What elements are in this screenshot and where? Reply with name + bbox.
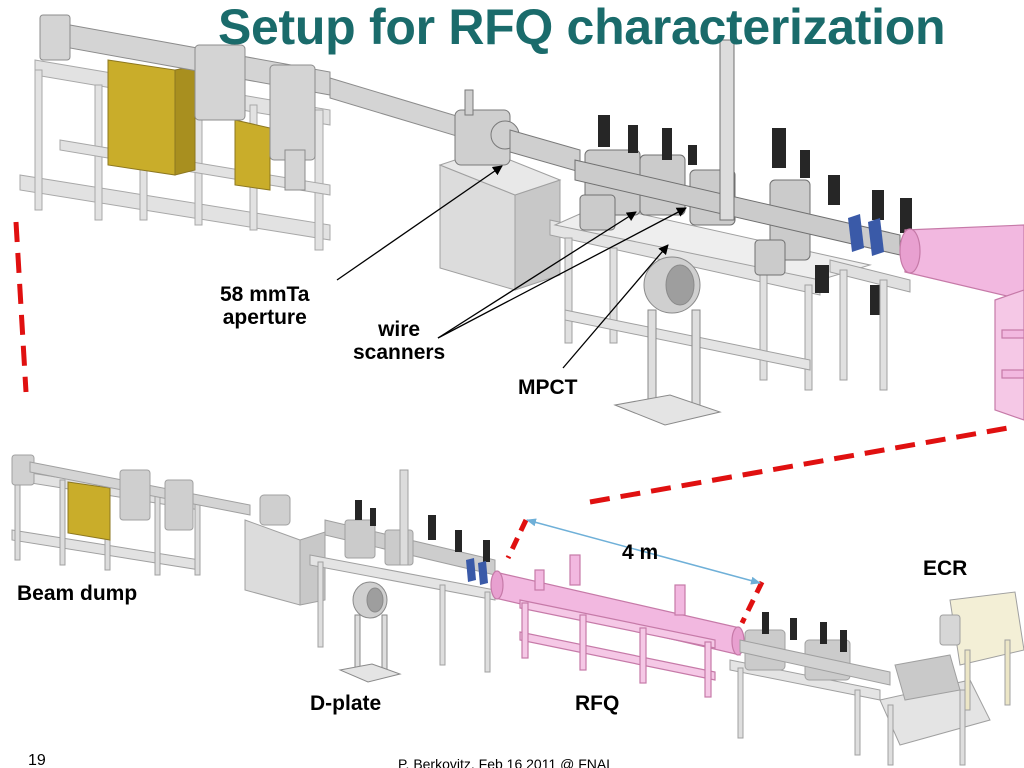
actuators-lebt (762, 612, 847, 652)
length-label: 4 m (622, 541, 659, 564)
mpct-label: MPCT (518, 376, 578, 399)
wire-scanners-label: wire scanners (353, 318, 445, 364)
focusing-magnets-small (466, 558, 488, 585)
beam-pipe-upstream (39, 14, 471, 191)
d-plate-label: D-plate (310, 692, 382, 715)
mpct-pointer (562, 244, 669, 369)
focusing-magnets (848, 214, 884, 256)
slide-title: Setup for RFQ characterization (218, 0, 946, 55)
shielding-box (438, 149, 562, 291)
page-number: 19 (28, 752, 46, 768)
aperture-label-line1: 58 mmTa (220, 283, 310, 306)
shielding-blocks (107, 59, 271, 191)
zoom-guides (13, 221, 1009, 505)
aperture-label: 58 mmTa aperture (220, 283, 310, 329)
downstream-table (829, 259, 911, 391)
rfq-full (490, 554, 745, 698)
full-beamline (11, 454, 1024, 766)
actuators-small (355, 500, 490, 562)
d-plate-stand (338, 581, 402, 683)
ecr-label: ECR (923, 557, 968, 580)
wire-scanners-label-line2: scanners (353, 341, 446, 365)
mpct-stand (613, 256, 722, 426)
aperture-pointer (336, 165, 503, 281)
aperture-label-line2: aperture (222, 306, 307, 330)
wire-scanner-crosses (574, 39, 901, 276)
aperture-chamber (454, 89, 581, 173)
lebt-ecr-section (729, 591, 1024, 766)
zoomed-beamline (19, 14, 1024, 426)
beam-dump-assembly (11, 454, 251, 576)
dimension-line (526, 518, 761, 585)
beam-dump-label: Beam dump (17, 582, 138, 605)
wire-scanner-pointer-1 (437, 211, 637, 339)
diagnostics-table (549, 204, 872, 391)
shielding-box-small (244, 494, 326, 606)
wire-scanner-pointer-2 (437, 207, 687, 339)
rfq-zoomed (899, 224, 1024, 421)
rfq-boundary-markers (505, 518, 765, 625)
rfq-label: RFQ (575, 692, 620, 715)
footer-credit: P. Berkovitz, Feb 16 2011 @ FNAL (398, 756, 615, 768)
callout-lines (336, 165, 687, 369)
wire-scanners-label-line1: wire (378, 318, 421, 341)
